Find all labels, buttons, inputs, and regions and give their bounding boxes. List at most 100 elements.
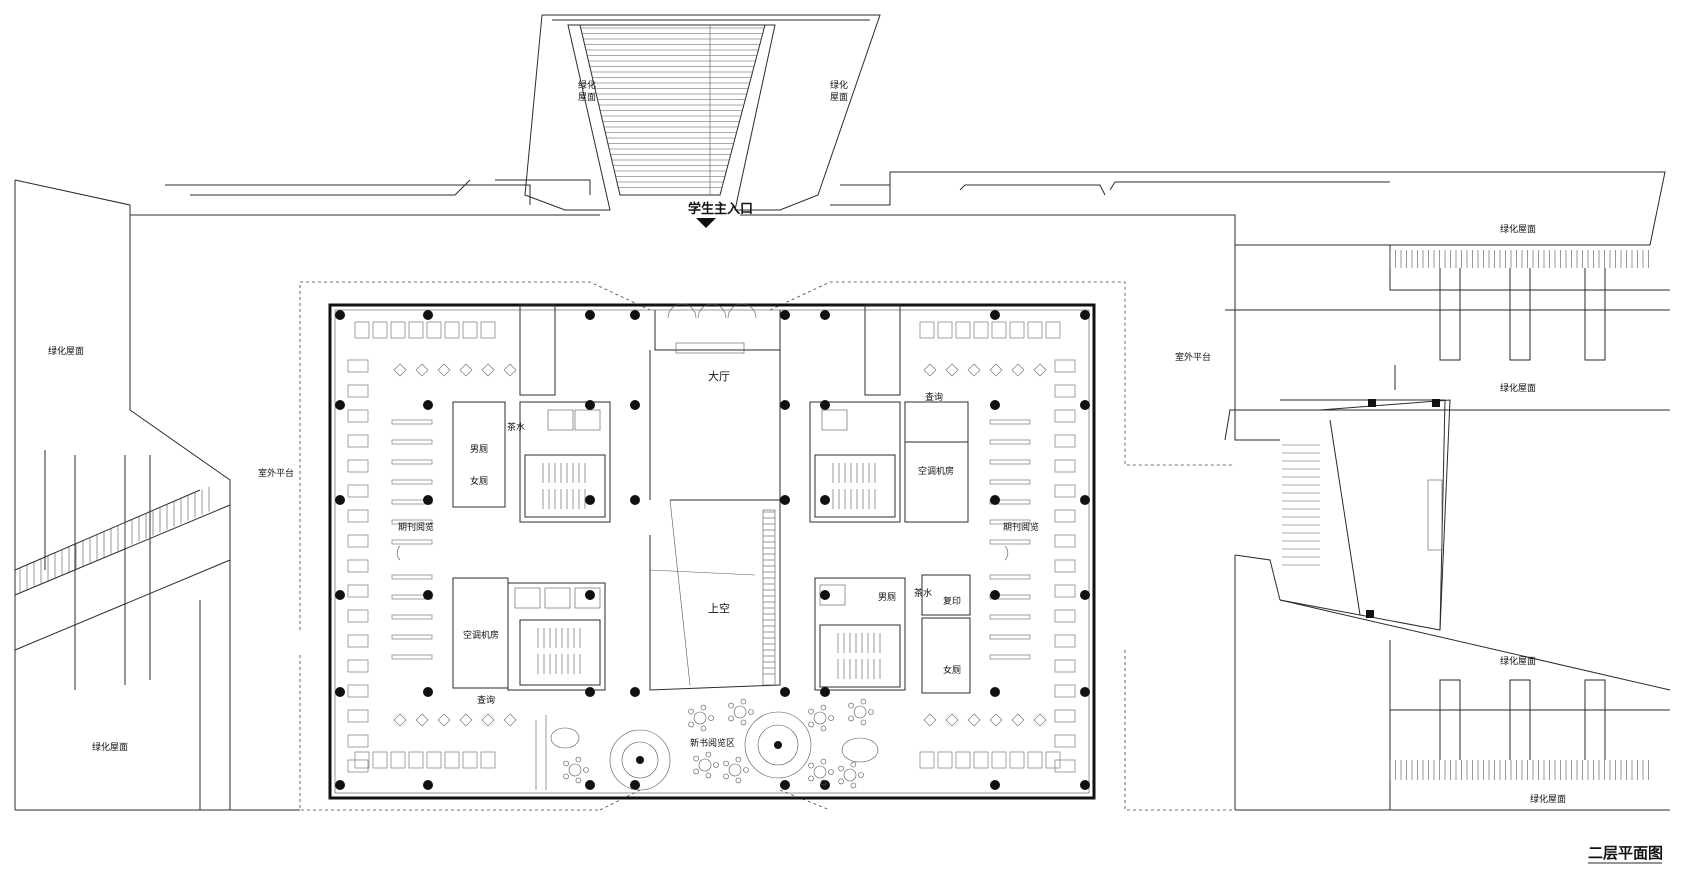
round-table bbox=[728, 763, 742, 777]
desk bbox=[462, 751, 478, 769]
desk bbox=[1054, 534, 1076, 548]
chair bbox=[723, 760, 729, 767]
void-area bbox=[649, 499, 781, 691]
desk bbox=[937, 321, 953, 339]
chair bbox=[708, 715, 714, 721]
column bbox=[630, 400, 640, 410]
desk bbox=[391, 419, 433, 425]
desk bbox=[1054, 484, 1076, 498]
column bbox=[423, 495, 433, 505]
label-green-roof-left-bottom: 绿化屋面 bbox=[92, 741, 128, 753]
chair bbox=[808, 708, 814, 715]
chair bbox=[575, 777, 582, 784]
label-outdoor-platform-right: 室外平台 bbox=[1175, 351, 1211, 363]
diamond-seat bbox=[1011, 713, 1025, 727]
desk bbox=[955, 321, 971, 339]
chair bbox=[838, 778, 844, 785]
round-table bbox=[813, 765, 827, 779]
desk bbox=[390, 321, 406, 339]
column bbox=[585, 590, 595, 600]
diamond-seat bbox=[393, 363, 407, 377]
desk bbox=[989, 499, 1031, 505]
label-men-se: 男厕 bbox=[878, 592, 896, 603]
round-table bbox=[843, 768, 857, 782]
column bbox=[585, 687, 595, 697]
column bbox=[423, 310, 433, 320]
desk bbox=[347, 709, 369, 723]
desk bbox=[391, 459, 433, 465]
desk bbox=[390, 751, 406, 769]
desk bbox=[347, 409, 369, 423]
round-table bbox=[698, 758, 712, 772]
diamond-seat bbox=[967, 713, 981, 727]
desk bbox=[1054, 459, 1076, 473]
core-nw bbox=[452, 304, 611, 523]
roof-fin bbox=[1584, 679, 1606, 760]
diamond-seat bbox=[1033, 713, 1047, 727]
chair bbox=[728, 715, 734, 722]
diamond-seat bbox=[481, 363, 495, 377]
column bbox=[630, 495, 640, 505]
diamond-seat bbox=[923, 713, 937, 727]
label-ac-room-sw: 空调机房 bbox=[463, 629, 499, 641]
diamond-seat bbox=[945, 363, 959, 377]
desk bbox=[1027, 751, 1043, 769]
desk bbox=[919, 751, 935, 769]
desk bbox=[391, 574, 433, 580]
diamond-seat bbox=[989, 363, 1003, 377]
label-green-roof-right-2: 绿化屋面 bbox=[1500, 382, 1536, 394]
column bbox=[585, 400, 595, 410]
chair bbox=[848, 715, 854, 722]
entrance-label: 学生主入口 bbox=[688, 201, 753, 217]
chair bbox=[735, 777, 742, 784]
column bbox=[990, 495, 1000, 505]
desk bbox=[989, 574, 1031, 580]
desk bbox=[354, 321, 370, 339]
chair bbox=[848, 702, 854, 709]
desk bbox=[955, 751, 971, 769]
diamond-seat bbox=[923, 363, 937, 377]
column bbox=[335, 687, 345, 697]
diamond-seat bbox=[1033, 363, 1047, 377]
column bbox=[990, 310, 1000, 320]
round-table bbox=[568, 763, 582, 777]
desk bbox=[347, 359, 369, 373]
round-table bbox=[693, 711, 707, 725]
desk bbox=[462, 321, 478, 339]
desk bbox=[991, 321, 1007, 339]
column bbox=[990, 687, 1000, 697]
diamond-seat bbox=[967, 363, 981, 377]
column bbox=[990, 590, 1000, 600]
label-consult-sw: 查询 bbox=[477, 694, 495, 706]
chair bbox=[583, 767, 589, 773]
chair bbox=[705, 751, 712, 758]
desk bbox=[989, 614, 1031, 620]
chair bbox=[563, 773, 569, 780]
right-green-roof bbox=[1224, 245, 1671, 811]
desk bbox=[1054, 509, 1076, 523]
label-green-roof-top-right-1: 绿化屋面 bbox=[830, 79, 848, 103]
desk bbox=[989, 519, 1031, 525]
column bbox=[780, 310, 790, 320]
desk bbox=[1054, 359, 1076, 373]
column bbox=[820, 400, 830, 410]
desk bbox=[408, 751, 424, 769]
outdoor-platform-outline bbox=[299, 281, 1235, 811]
roof-fin bbox=[1439, 268, 1461, 361]
chair bbox=[688, 708, 694, 715]
chair bbox=[700, 725, 707, 732]
chair bbox=[723, 773, 729, 780]
column bbox=[1080, 687, 1090, 697]
desk bbox=[408, 321, 424, 339]
desk bbox=[1009, 751, 1025, 769]
structural-columns bbox=[335, 310, 1090, 790]
left-green-roof bbox=[14, 215, 300, 811]
label-ac-room-ne: 空调机房 bbox=[918, 465, 954, 477]
desk bbox=[372, 321, 388, 339]
desk bbox=[347, 459, 369, 473]
chair bbox=[740, 698, 747, 705]
round-table bbox=[733, 705, 747, 719]
desk bbox=[1054, 584, 1076, 598]
roof-fin bbox=[1584, 268, 1606, 361]
desk bbox=[347, 534, 369, 548]
